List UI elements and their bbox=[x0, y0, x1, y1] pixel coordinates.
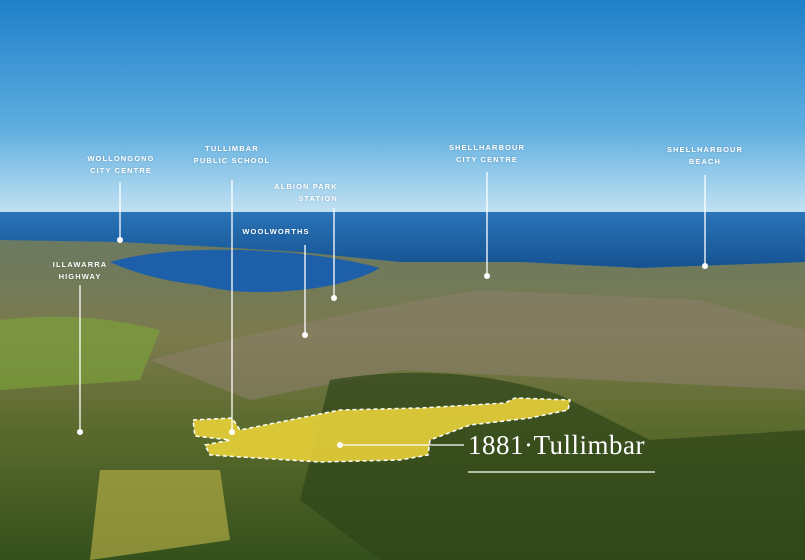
label-line: ALBION PARK bbox=[274, 182, 338, 191]
location-dots bbox=[77, 237, 708, 448]
label-line: TULLIMBAR bbox=[205, 144, 259, 153]
label-line: BEACH bbox=[688, 157, 722, 166]
label-shellharbour-beach: SHELLHARBOUR BEACH bbox=[667, 144, 743, 168]
label-line: WOOLWORTHS bbox=[242, 227, 310, 236]
label-albion-park-station: ALBION PARK STATION bbox=[274, 181, 338, 205]
label-line: ILLAWARRA bbox=[52, 260, 108, 269]
pointer-lines bbox=[79, 172, 706, 473]
label-shellharbour-city-centre: SHELLHARBOUR CITY CENTRE bbox=[449, 142, 525, 166]
label-line: PUBLIC SCHOOL bbox=[193, 156, 271, 165]
label-line: SHELLHARBOUR bbox=[666, 145, 744, 154]
paddocks bbox=[90, 470, 230, 560]
label-tullimbar-public-school: TULLIMBAR PUBLIC SCHOOL bbox=[194, 143, 270, 167]
label-line: HIGHWAY bbox=[58, 272, 102, 281]
label-woolworths: WOOLWORTHS bbox=[242, 226, 309, 238]
label-line: CITY CENTRE bbox=[456, 155, 518, 164]
development-title: 1881·Tullimbar bbox=[468, 430, 646, 460]
suburbs bbox=[150, 290, 805, 400]
site-boundary bbox=[192, 397, 571, 463]
label-line: WOLLONGONG bbox=[87, 154, 155, 163]
label-line: STATION bbox=[298, 194, 338, 203]
label-line: CITY CENTRE bbox=[90, 166, 152, 175]
sky bbox=[0, 0, 805, 214]
label-line: SHELLHARBOUR bbox=[448, 143, 526, 152]
lake bbox=[110, 249, 380, 293]
label-wollongong-city-centre: WOLLONGONG CITY CENTRE bbox=[87, 153, 154, 177]
label-illawarra-highway: ILLAWARRA HIGHWAY bbox=[53, 259, 107, 283]
